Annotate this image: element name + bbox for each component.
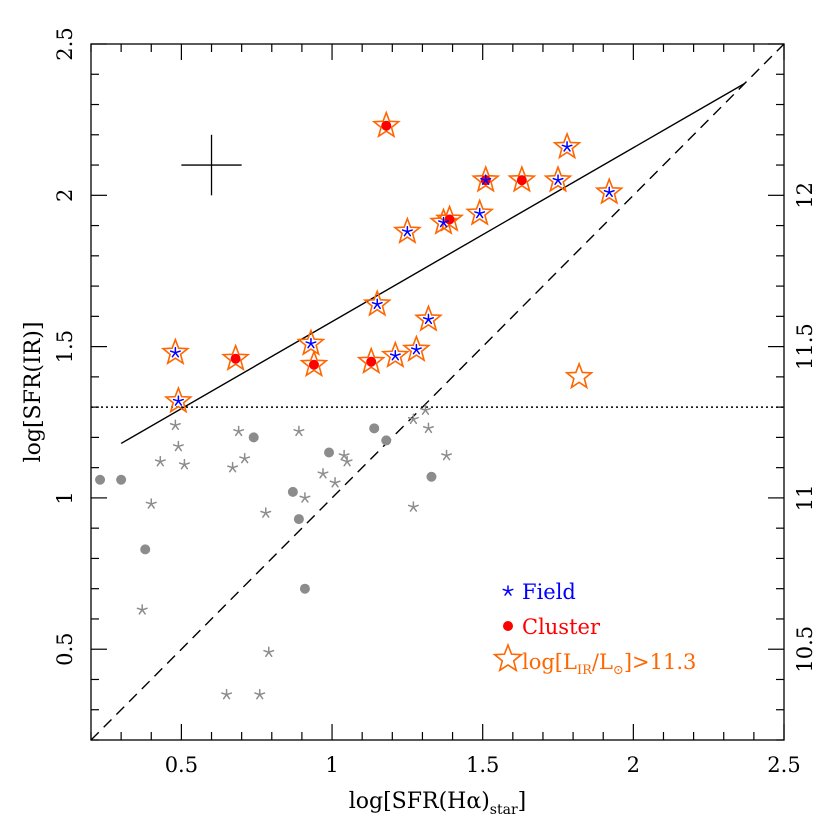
y-tick-label: 1 <box>53 491 77 504</box>
legend-field-marker <box>503 586 513 595</box>
field-point <box>171 348 181 357</box>
gray-star-point <box>174 441 184 450</box>
x-axis-title-sub: star <box>490 802 518 818</box>
gray-dot-point <box>288 487 298 497</box>
x-tick-label: 2.5 <box>767 753 800 777</box>
field-point <box>391 351 401 360</box>
gray-dot-point <box>249 432 259 442</box>
gray-star-point <box>409 414 419 423</box>
gray-star-point <box>180 460 190 469</box>
gray-dot-point <box>95 475 105 485</box>
gray-dot-point <box>116 475 126 485</box>
x-axis-title-main: log[SFR(Hα) <box>349 789 490 814</box>
legend-label-part: ]>11.3 <box>624 650 697 674</box>
legend-lir-marker <box>495 645 522 670</box>
cluster-point <box>381 121 391 131</box>
gray-star-point <box>137 605 147 614</box>
y-tick-label: 2 <box>53 189 77 202</box>
gray-star-point <box>222 690 232 699</box>
field-point <box>475 208 485 217</box>
gray-star-point <box>409 502 419 511</box>
legend-cluster-marker <box>503 621 513 631</box>
gray-star-point <box>147 499 157 508</box>
gray-star-point <box>330 478 340 487</box>
gray-star-point <box>424 423 434 432</box>
cluster-point <box>231 354 241 364</box>
gray-dot-point <box>300 584 310 594</box>
y-tick-label: 2.5 <box>53 27 77 60</box>
field-point <box>604 187 614 196</box>
y-axis-title: log[SFR(IR)] <box>21 322 46 463</box>
legend-label-part: IR <box>577 663 593 678</box>
x-tick-label: 2 <box>627 753 640 777</box>
field-point <box>403 227 413 236</box>
legend-label-part: log[L <box>522 650 577 674</box>
cluster-point <box>366 357 376 367</box>
field-point <box>562 142 572 151</box>
gray-star-point <box>294 426 304 435</box>
gray-dot-point <box>140 544 150 554</box>
gray-star-point <box>264 647 274 656</box>
gray-star-point <box>342 457 352 466</box>
field-point <box>174 396 184 405</box>
gray-dot-point <box>324 448 334 458</box>
axis-titles: log[SFR(Hα)star] log[SFR(IR)] <box>21 322 526 818</box>
legend-label: log[LIR/L⊙]>11.3 <box>522 650 696 678</box>
right-tick-label: 12 <box>793 182 817 209</box>
lines-layer <box>91 44 784 740</box>
error-bar <box>181 135 241 196</box>
gray-star-point <box>240 454 250 463</box>
field-point <box>372 299 382 308</box>
gray-star-point <box>228 463 238 472</box>
gray-dot-point <box>381 435 391 445</box>
y-tick-label: 0.5 <box>53 633 77 666</box>
solid-line <box>121 83 745 443</box>
x-tick-label: 0.5 <box>165 753 198 777</box>
x-tick-label: 1.5 <box>466 753 499 777</box>
right-tick-label: 10.5 <box>793 626 817 673</box>
legend-label: Field <box>522 580 576 604</box>
x-axis-title: log[SFR(Hα)star] <box>349 789 527 818</box>
legend-label-part: ⊙ <box>613 663 624 678</box>
legend-label-part: /L <box>592 650 613 674</box>
y-tick-label: 1.5 <box>53 330 77 363</box>
x-tick-label: 1 <box>325 753 338 777</box>
dashed-line <box>91 44 784 740</box>
gray-star-point <box>234 426 244 435</box>
gray-star-point <box>300 493 310 502</box>
legend-label: Cluster <box>522 615 601 639</box>
right-tick-label: 11 <box>793 485 817 512</box>
cluster-point <box>517 175 527 185</box>
gray-dot-point <box>426 472 436 482</box>
x-axis-title-close: ] <box>518 789 527 814</box>
gray-dot-point <box>369 423 379 433</box>
gray-star-point <box>261 508 271 517</box>
gray-star-point <box>255 690 265 699</box>
gray-star-point <box>442 451 452 460</box>
gray-star-point <box>156 457 166 466</box>
field-point <box>424 314 434 323</box>
field-point <box>306 339 316 348</box>
cluster-point <box>309 360 319 370</box>
gray-star-point <box>171 420 181 429</box>
right-tick-label: 11.5 <box>793 323 817 370</box>
field-point <box>553 175 563 184</box>
cluster-point <box>445 215 455 225</box>
gray-dot-point <box>294 514 304 524</box>
lir-star-point <box>567 364 592 388</box>
gray-star-point <box>318 469 328 478</box>
